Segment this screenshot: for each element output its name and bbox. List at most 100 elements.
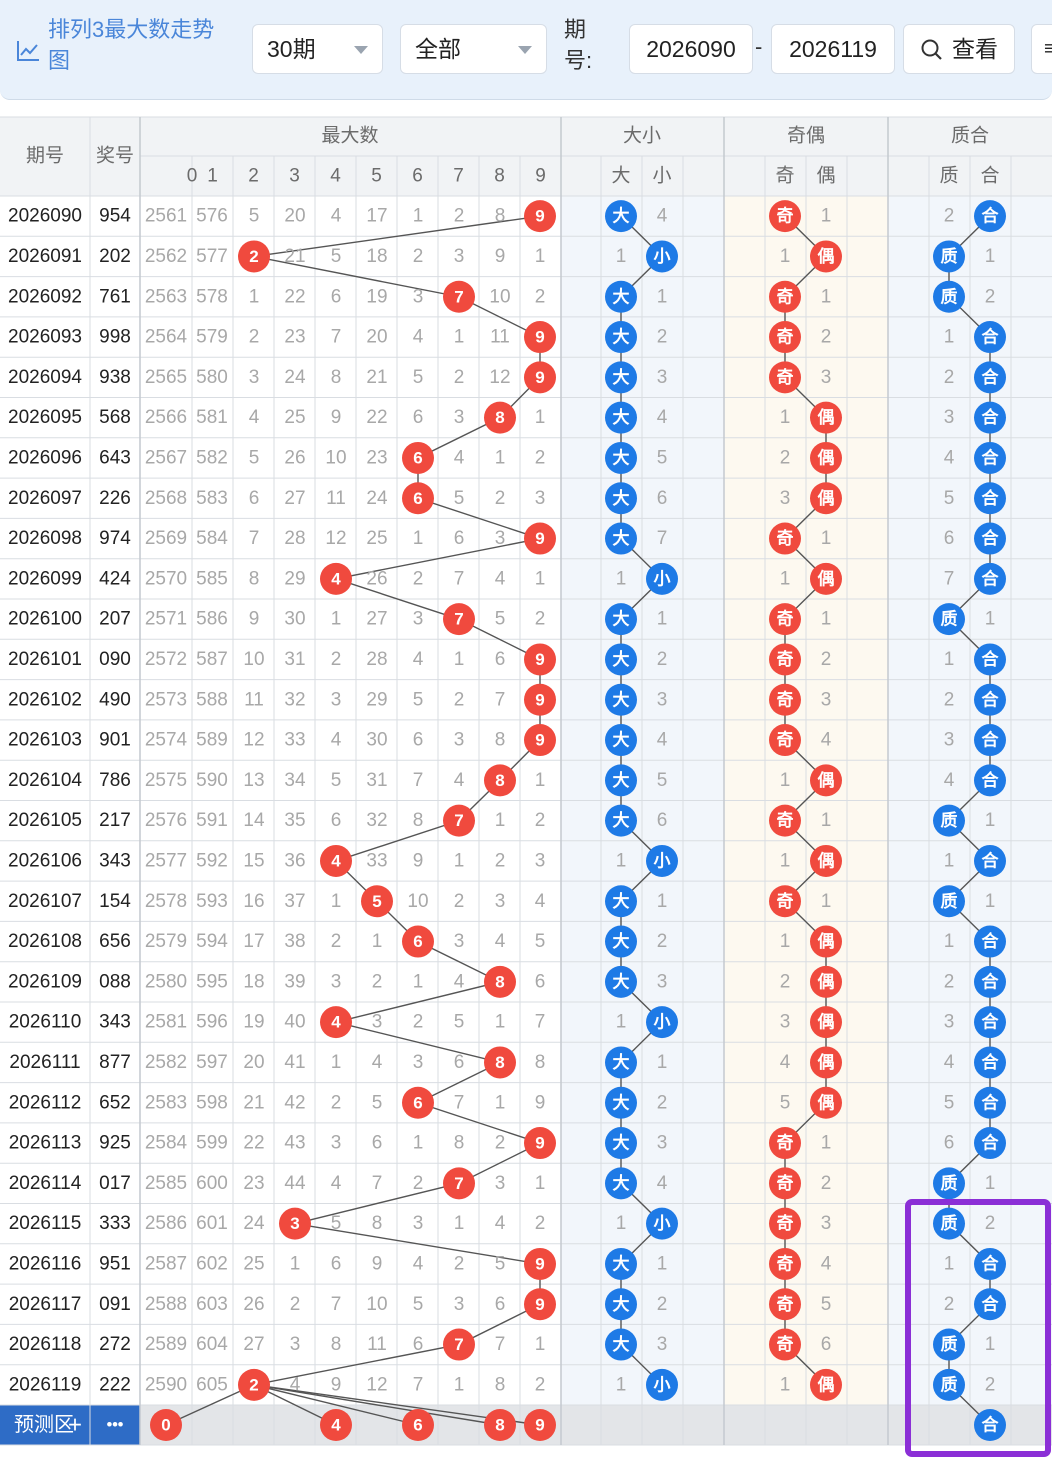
- size-hit-label: 大: [613, 528, 630, 548]
- omission-cell: 2: [454, 1253, 465, 1274]
- predict-ball[interactable]: [320, 1409, 352, 1441]
- range-start-input[interactable]: 2026090: [629, 24, 753, 74]
- omission-cell: 5: [413, 367, 424, 388]
- size-hit-label: 大: [613, 1133, 630, 1153]
- size-hit-label: 大: [613, 286, 630, 306]
- range-end-input[interactable]: 2026119: [771, 24, 895, 74]
- omission-cell: 10: [243, 649, 264, 670]
- omission-cell: 6: [413, 730, 424, 751]
- number-cell: 974: [99, 528, 131, 549]
- omission-cell: 1: [944, 1253, 955, 1274]
- number-cell: 490: [99, 689, 131, 710]
- max-group-header: 最大数: [321, 125, 378, 147]
- prime-hit-label: 合: [982, 528, 1000, 548]
- size-hit-label: 大: [613, 1173, 630, 1193]
- parity-hit-ball: [769, 522, 801, 555]
- size-hit-ball: [605, 683, 637, 716]
- omission-cell: 7: [495, 689, 506, 710]
- size-hit-ball: [646, 240, 678, 273]
- prime-hit-label: 合: [982, 850, 1000, 870]
- size-hit-ball: [646, 1368, 678, 1401]
- omission-cell: 21: [284, 246, 305, 267]
- max-hit-label: 7: [454, 1335, 463, 1354]
- predict-ball[interactable]: [484, 1409, 516, 1441]
- parity-hit-label: 偶: [818, 971, 835, 991]
- predict-label-bg: [0, 1405, 140, 1445]
- predict-more-button[interactable]: •••: [107, 1417, 124, 1434]
- number-cell: 343: [99, 850, 131, 871]
- omission-cell: 3: [821, 1213, 832, 1234]
- omission-cell: 14: [243, 810, 265, 831]
- predict-ball-label: 4: [331, 1416, 341, 1435]
- omission-cell: 1: [616, 1012, 627, 1033]
- omission-cell: 1: [535, 1334, 546, 1355]
- omission-cell: 1: [985, 810, 996, 831]
- omission-cell: 3: [821, 689, 832, 710]
- omission-cell: 5: [331, 770, 342, 791]
- omission-cell: 10: [325, 447, 346, 468]
- omission-cell: 2: [413, 246, 424, 267]
- period-cell: 2026119: [9, 1374, 82, 1395]
- parity-hit-label: 奇: [777, 286, 794, 306]
- omission-cell: 26: [284, 447, 305, 468]
- omission-cell: 6: [495, 649, 506, 670]
- parity-hit-ball: [769, 280, 801, 313]
- filter-select[interactable]: 全部: [400, 24, 547, 74]
- max-hit-label: 6: [413, 1093, 422, 1112]
- prime-hit-label: 合: [982, 730, 1000, 750]
- max-hit-label: 3: [290, 1214, 299, 1233]
- omission-cell: 7: [944, 568, 955, 589]
- predict-label: 预测区: [14, 1413, 74, 1436]
- prime-hit-ball: [933, 280, 965, 313]
- omission-cell: 16: [243, 891, 264, 912]
- omission-cell: 3: [944, 407, 955, 428]
- omission-cell: 2563: [145, 286, 187, 307]
- omission-cell: 1: [331, 609, 342, 630]
- omission-cell: 2: [944, 689, 955, 710]
- number-cell: 652: [99, 1092, 131, 1113]
- parity-hit-ball: [769, 200, 801, 233]
- predict-ball[interactable]: [150, 1409, 182, 1441]
- omission-cell: 8: [495, 730, 506, 751]
- omission-cell: 1: [413, 971, 424, 992]
- omission-cell: 4: [780, 1052, 791, 1073]
- parity-hit-label: 偶: [818, 447, 835, 467]
- more-menu-button[interactable]: ≡: [1031, 24, 1052, 74]
- max-digit-header: 6: [412, 166, 423, 187]
- max-hit-ball: [484, 965, 516, 998]
- predict-ball-label: 8: [495, 1416, 504, 1435]
- omission-cell: 1: [985, 891, 996, 912]
- search-icon: [921, 39, 942, 60]
- omission-cell: 590: [196, 770, 228, 791]
- omission-cell: 2: [454, 206, 465, 227]
- max-hit-ball: [238, 240, 270, 273]
- predict-add-button[interactable]: +: [68, 1412, 82, 1439]
- max-digit-header: 2: [248, 166, 259, 187]
- prime-hit-ball: [974, 361, 1006, 394]
- omission-cell: 2: [413, 1012, 424, 1033]
- size-hit-label: 大: [613, 689, 630, 709]
- max-hit-ball: [443, 603, 475, 636]
- parity-hit-ball: [769, 643, 801, 676]
- parity-hit-label: 奇: [777, 810, 794, 830]
- predict-ball[interactable]: [402, 1409, 434, 1441]
- max-hit-label: 9: [535, 731, 544, 750]
- max-hit-label: 8: [495, 408, 504, 427]
- omission-cell: 6: [944, 528, 955, 549]
- omission-cell: 11: [490, 327, 510, 348]
- max-hit-label: 9: [535, 650, 544, 669]
- predict-ball[interactable]: [524, 1409, 556, 1441]
- max-hit-label: 4: [331, 569, 341, 588]
- parity-hit-ball: [769, 1288, 801, 1321]
- predict-link-line: [253, 1384, 419, 1426]
- parity-hit-label: 偶: [818, 770, 835, 790]
- period-count-select[interactable]: 30期: [252, 24, 383, 74]
- max-hit-label: 7: [454, 1174, 463, 1193]
- predict-prime-ball[interactable]: [974, 1409, 1006, 1441]
- parity-hit-label: 偶: [818, 1012, 835, 1032]
- period-count-value: 30期: [267, 36, 316, 62]
- prime-col-header: 合: [980, 165, 999, 187]
- size-hit-label: 大: [613, 447, 630, 467]
- predict-row-bg: [140, 1405, 1052, 1445]
- query-button[interactable]: 查看: [903, 24, 1015, 74]
